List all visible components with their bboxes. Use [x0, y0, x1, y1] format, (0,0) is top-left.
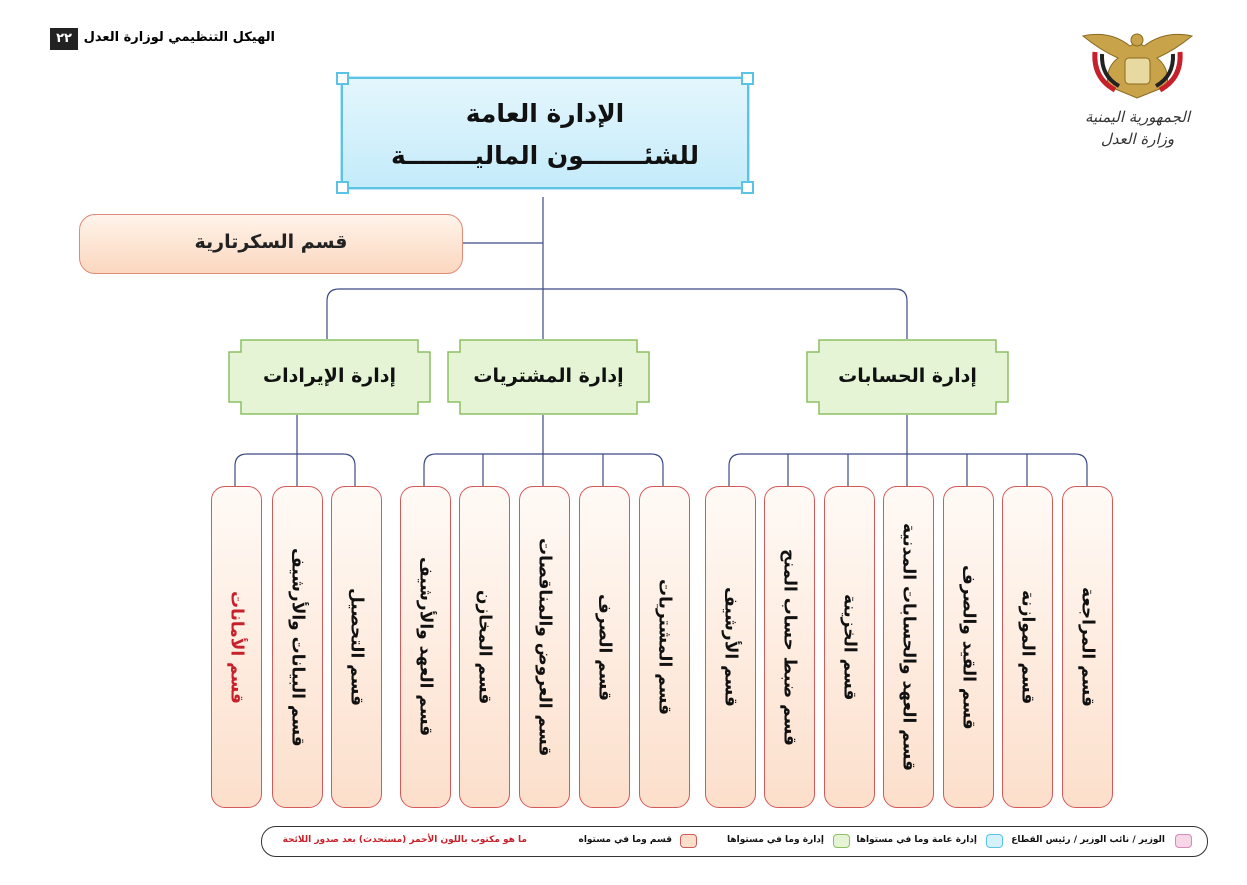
legend-swatch-minister — [1175, 834, 1192, 848]
legend-label-minister: الوزير / نائب الوزير / رئيس القطاع — [1011, 835, 1165, 845]
general-admin-title-line1: الإدارة العامة — [465, 99, 625, 128]
secretariat-label: قسم السكرتارية — [194, 231, 348, 253]
section-box: قسم الصرف — [579, 486, 630, 808]
secretariat-section-box: قسم السكرتارية — [79, 214, 463, 274]
eagle-emblem-icon — [1081, 33, 1194, 99]
general-admin-title-line2: للشئـــــــون الماليــــــــة — [391, 141, 699, 170]
section-label: قسم البيانات والأرشيف — [287, 547, 308, 747]
section-label-new: قسم الأمانات — [226, 590, 247, 704]
section-label: قسم الخزينة — [839, 593, 860, 701]
section-box: قسم الموازنة — [1002, 486, 1053, 808]
page-header-title: الهيكل التنظيمي لوزارة العدل — [83, 30, 275, 45]
section-label: قسم العهد والحسابات المدنية — [898, 523, 919, 771]
logo-ministry-text: وزارة العدل — [1100, 130, 1175, 148]
legend-red-note: ما هو مكتوب باللون الأحمر (مستحدث) بعد ص… — [282, 835, 527, 845]
legend-label-admin: إدارة وما في مستواها — [727, 835, 824, 845]
section-label: قسم المشتريات — [654, 579, 675, 715]
section-label: قسم الموازنة — [1017, 589, 1038, 705]
legend-label-general-admin: إدارة عامة وما في مستواها — [856, 835, 977, 845]
section-box: قسم العهد والحسابات المدنية — [883, 486, 934, 808]
dept-accounts-box: إدارة الحسابات — [806, 339, 1009, 415]
section-label: قسم الصرف — [594, 593, 615, 701]
dept-revenues-label: إدارة الإيرادات — [262, 365, 397, 387]
legend-swatch-admin — [833, 834, 850, 848]
general-admin-financial-affairs-box: الإدارة العامة للشئـــــــون الماليـــــ… — [336, 72, 754, 194]
section-box: قسم الخزينة — [824, 486, 875, 808]
section-box: قسم التحصيل — [331, 486, 382, 808]
section-label: قسم المخازن — [474, 589, 495, 705]
dept-revenues-box: إدارة الإيرادات — [228, 339, 431, 415]
page-number: ٢٢ — [50, 28, 78, 50]
section-label: قسم القيد والصرف — [958, 564, 979, 730]
dept-purchases-label: إدارة المشتريات — [473, 365, 624, 387]
legend-swatch-general-admin — [986, 834, 1003, 848]
legend-label-section: قسم وما في مستواه — [578, 835, 673, 845]
dept-accounts-label: إدارة الحسابات — [838, 365, 977, 387]
section-label: قسم العروض والمناقصات — [534, 537, 555, 757]
legend-swatch-section — [680, 834, 697, 848]
section-label: قسم التحصيل — [346, 588, 367, 706]
dept-purchases-box: إدارة المشتريات — [447, 339, 650, 415]
legend: الوزير / نائب الوزير / رئيس القطاع إدارة… — [261, 826, 1208, 857]
section-box: قسم المشتريات — [639, 486, 690, 808]
section-box: قسم العروض والمناقصات — [519, 486, 570, 808]
section-label: قسم المراجعة — [1077, 587, 1098, 707]
section-box: قسم البيانات والأرشيف — [272, 486, 323, 808]
section-box: قسم المراجعة — [1062, 486, 1113, 808]
section-box: قسم ضبط حساب المنح — [764, 486, 815, 808]
section-box: قسم القيد والصرف — [943, 486, 994, 808]
section-label: قسم ضبط حساب المنح — [779, 548, 800, 746]
section-box: قسم العهد والأرشيف — [400, 486, 451, 808]
section-label: قسم العهد والأرشيف — [415, 557, 436, 737]
yemen-emblem-logo: الجمهورية اليمنية وزارة العدل — [1075, 28, 1200, 158]
section-box: قسم المخازن — [459, 486, 510, 808]
logo-country-text: الجمهورية اليمنية — [1084, 108, 1190, 126]
section-box: قسم الأرشيف — [705, 486, 756, 808]
section-box-new: قسم الأمانات — [211, 486, 262, 808]
section-label: قسم الأرشيف — [720, 587, 741, 707]
